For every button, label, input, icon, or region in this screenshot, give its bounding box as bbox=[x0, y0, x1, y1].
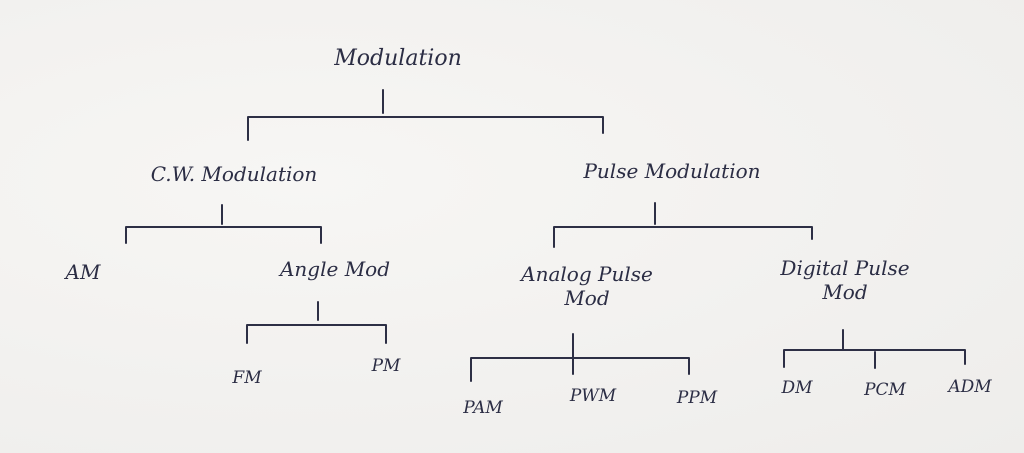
digital-bracket bbox=[783, 349, 966, 368]
node-digital-line2: Mod bbox=[822, 280, 868, 304]
node-analog-line2: Mod bbox=[564, 286, 610, 310]
node-digital-line1: Digital Pulse bbox=[780, 256, 910, 280]
node-ppm: PPM bbox=[676, 388, 718, 408]
node-analog-line1: Analog Pulse bbox=[521, 262, 653, 286]
cw-bracket bbox=[125, 226, 322, 244]
node-dm: DM bbox=[781, 378, 813, 398]
node-modulation: Modulation bbox=[334, 46, 462, 71]
node-digital-pulse-mod: Digital Pulse Mod bbox=[780, 256, 909, 304]
node-analog-pulse-mod: Analog Pulse Mod bbox=[521, 262, 653, 310]
node-cw-modulation: C.W. Modulation bbox=[150, 162, 318, 186]
node-pwm: PWM bbox=[569, 386, 617, 406]
node-am: AM bbox=[65, 260, 101, 284]
node-pam: PAM bbox=[463, 398, 503, 418]
root-bracket bbox=[247, 116, 604, 141]
node-pulse-modulation: Pulse Modulation bbox=[583, 159, 761, 183]
pulse-bracket bbox=[553, 226, 813, 248]
node-adm: ADM bbox=[948, 377, 992, 397]
analog-bracket bbox=[470, 357, 690, 382]
node-pm: PM bbox=[371, 356, 401, 376]
node-pcm: PCM bbox=[864, 380, 906, 400]
node-angle-mod: Angle Mod bbox=[279, 257, 391, 281]
node-fm: FM bbox=[232, 368, 262, 388]
angle-bracket bbox=[246, 324, 387, 344]
